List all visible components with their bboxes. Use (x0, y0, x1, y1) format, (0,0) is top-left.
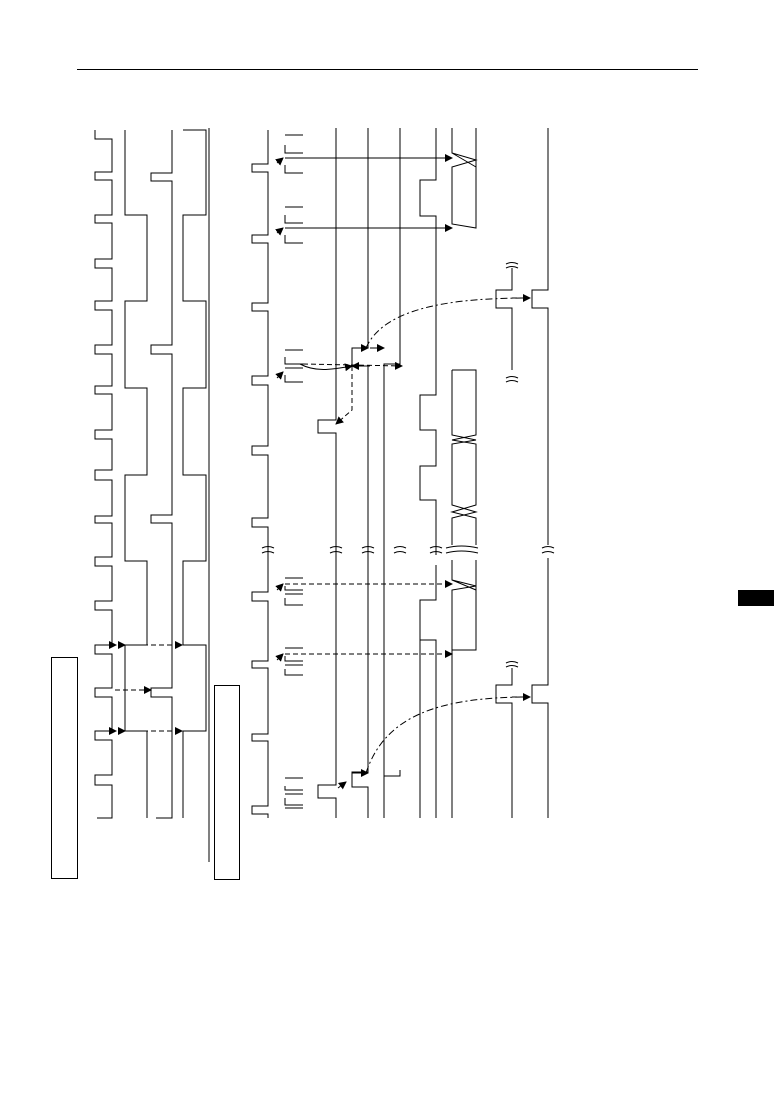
signal-waveform-9 (419, 128, 437, 818)
signal-waveform-2 (124, 130, 148, 818)
clock-waveform-1 (94, 130, 113, 819)
signal-waveform-12 (531, 128, 549, 818)
clock-waveform-5 (251, 130, 269, 818)
signal-waveform-11 (495, 268, 513, 818)
pulse-group-a (284, 134, 303, 809)
lower-timing-arrows (275, 154, 531, 790)
section-tab (738, 590, 774, 606)
right-signal-legend-box (214, 685, 240, 880)
upper-timing-arrows (109, 641, 183, 735)
header-rule (77, 69, 698, 70)
break-marks (261, 262, 555, 668)
signal-waveform-8 (383, 128, 401, 818)
left-signal-legend-box (51, 657, 78, 879)
signal-waveform-4 (182, 129, 207, 818)
signal-waveform-7 (351, 128, 369, 818)
bus-waveform-10 (450, 128, 478, 818)
signal-waveform-6 (317, 128, 337, 818)
signal-waveform-3 (150, 130, 173, 819)
